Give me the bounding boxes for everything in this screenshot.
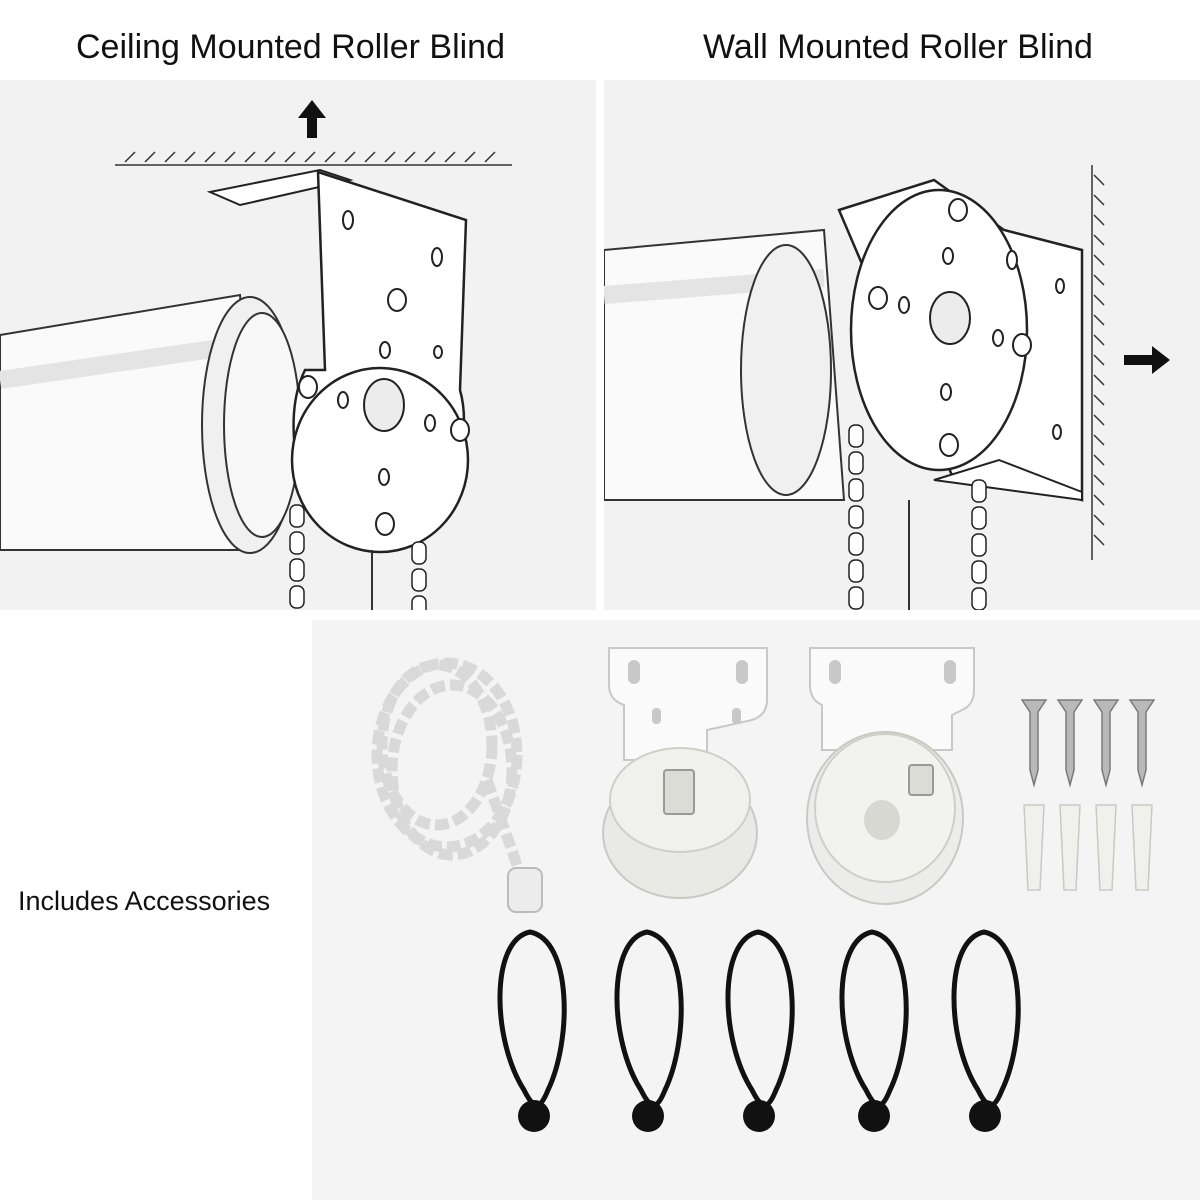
center-hub: [929, 291, 971, 345]
elastic-loop: [614, 929, 684, 1132]
ceiling-mount-illustration: [0, 80, 596, 610]
elastic-loop: [497, 929, 567, 1132]
elastic-loops: [497, 929, 1021, 1132]
bracket-disc: [290, 366, 470, 554]
tube-end-cap: [740, 244, 832, 496]
wall-surface: [1091, 165, 1105, 560]
ceiling-surface: [115, 151, 512, 166]
bracket-left: [602, 647, 768, 899]
screw-heads: [298, 288, 470, 536]
accessories-panel: [312, 620, 1200, 1200]
screws: [1020, 699, 1156, 788]
wall-mount-title: Wall Mounted Roller Blind: [703, 28, 1093, 66]
arrow-right-icon: [1124, 346, 1170, 374]
bead-chain: [289, 504, 427, 610]
elastic-loop: [951, 929, 1021, 1132]
center-hub: [363, 378, 405, 432]
elastic-loop: [725, 929, 795, 1132]
bracket-right: [806, 647, 975, 905]
bracket-top-plate: [206, 168, 354, 207]
wall-mount-illustration: [604, 80, 1200, 610]
elastic-loop: [839, 929, 909, 1132]
screw-heads: [868, 198, 1032, 457]
accessories-label: Includes Accessories: [18, 886, 271, 916]
wall-plugs: [1023, 804, 1153, 891]
bead-chain: [848, 424, 987, 610]
ceiling-mount-title: Ceiling Mounted Roller Blind: [76, 28, 506, 66]
bead-chain-coil: [371, 657, 528, 882]
bracket-bottom-plate: [933, 458, 1083, 502]
chain-connector: [507, 867, 543, 913]
square-drive: [663, 769, 695, 815]
arrow-up-icon: [298, 100, 326, 138]
